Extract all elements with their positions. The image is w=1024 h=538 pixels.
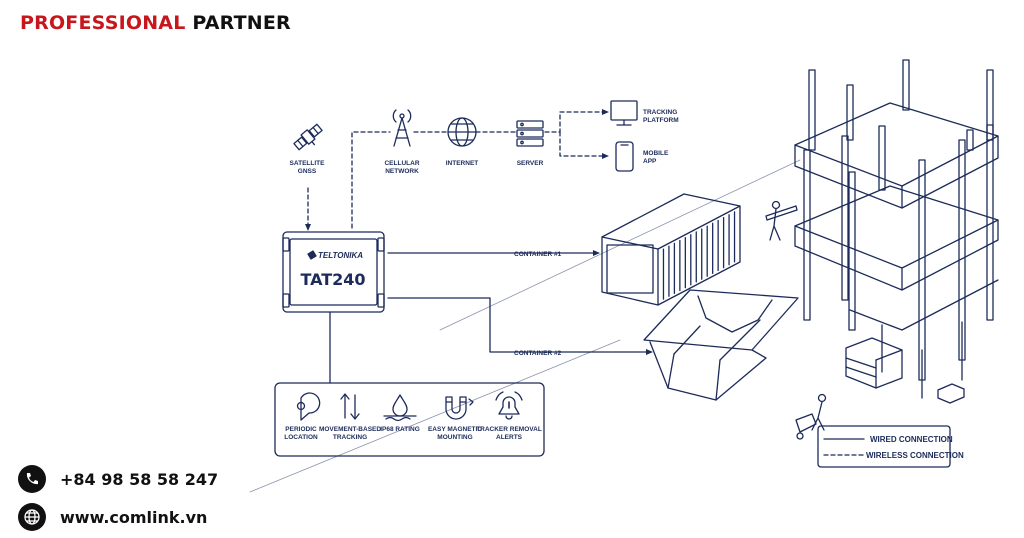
movement-arrows-icon [340, 393, 360, 420]
satellite-icon [293, 123, 323, 151]
teltonika-logo-icon [307, 250, 317, 260]
building-column [803, 149, 811, 321]
building-column [918, 159, 926, 381]
label-mobile-line2: APP [643, 158, 657, 165]
legend-panel [817, 425, 951, 468]
label-tracking-line2: PLATFORM [643, 117, 679, 124]
building-column [986, 124, 994, 321]
arrowhead [305, 224, 311, 231]
phone-icon [18, 465, 46, 493]
building-column [878, 125, 886, 191]
building-column [966, 129, 974, 151]
feature-label-line2: TRACKING [333, 434, 367, 441]
arrowhead [602, 153, 609, 159]
globe-icon [447, 117, 477, 147]
label-satellite-line1: SATELLITE [290, 160, 326, 167]
building-illustration [794, 59, 999, 399]
magnet-icon [445, 396, 474, 420]
building-column [902, 59, 910, 111]
cell-tower-icon [392, 109, 412, 147]
ground-line [249, 339, 621, 493]
building-column [848, 171, 856, 331]
feature-label-line2: MOUNTING [437, 434, 472, 441]
device-model: TAT240 [300, 270, 365, 289]
label-satellite-line2: GNSS [298, 168, 317, 175]
features-panel [274, 382, 545, 457]
device-brand: TELTONIKA [318, 251, 363, 260]
skip-bin-illustration [643, 289, 799, 401]
server-icon [516, 120, 544, 147]
bricks-illustration [845, 337, 965, 404]
contact-website: www.comlink.vn [18, 503, 207, 531]
brand-title: PROFESSIONAL PARTNER [20, 12, 291, 34]
feature-label-line1: TRACKER REMOVAL [476, 426, 542, 433]
building-column [841, 135, 849, 301]
wireless-link-mobile [559, 131, 607, 157]
arrowhead [602, 109, 609, 115]
label-container1: CONTAINER #1 [514, 251, 562, 258]
alert-bell-icon [495, 391, 523, 420]
contact-phone: +84 98 58 58 247 [18, 465, 218, 493]
feature-label-line2: LOCATION [284, 434, 318, 441]
label-internet: INTERNET [446, 160, 479, 167]
feature-label-line1: IP68 RATING [380, 426, 420, 433]
smartphone-icon [615, 141, 634, 172]
website-link[interactable]: www.comlink.vn [60, 507, 208, 527]
worker-carrying-beam-illustration [765, 200, 798, 241]
wireless-link-cellular [351, 131, 391, 229]
building-column [846, 84, 854, 141]
phone-number: +84 98 58 58 247 [60, 469, 219, 489]
label-cellular-line1: CELLULAR [384, 160, 419, 167]
label-cellular-line2: NETWORK [385, 168, 419, 175]
building-column [808, 69, 816, 151]
label-server: SERVER [517, 160, 544, 167]
label-container2: CONTAINER #2 [514, 350, 562, 357]
worker-with-wheelbarrow-illustration [795, 393, 827, 440]
legend-wired-label: WIRED CONNECTION [870, 435, 953, 444]
brand-title-part1: PROFESSIONAL [20, 12, 186, 34]
feature-label-line2: ALERTS [496, 434, 523, 441]
building-column [986, 69, 994, 141]
water-drop-icon [383, 394, 417, 422]
label-tracking-line1: TRACKING [643, 109, 677, 116]
arrowhead [646, 349, 653, 355]
feature-label-line1: MOVEMENT-BASED [319, 426, 381, 433]
legend-wireless-label: WIRELESS CONNECTION [866, 451, 964, 460]
monitor-icon [610, 100, 638, 126]
location-pin-icon [296, 392, 321, 421]
globe-icon [18, 503, 46, 531]
feature-label-line1: PERIODIC [285, 426, 317, 433]
wireless-link-platform [544, 111, 607, 133]
tat240-device [282, 231, 385, 313]
brand-title-part2: PARTNER [192, 12, 291, 34]
shipping-container-illustration [601, 193, 741, 306]
wired-link-container2 [387, 297, 651, 353]
label-mobile-line1: MOBILE [643, 150, 669, 157]
feature-label-line1: EASY MAGNETIC [428, 426, 482, 433]
arrowhead [593, 250, 600, 256]
